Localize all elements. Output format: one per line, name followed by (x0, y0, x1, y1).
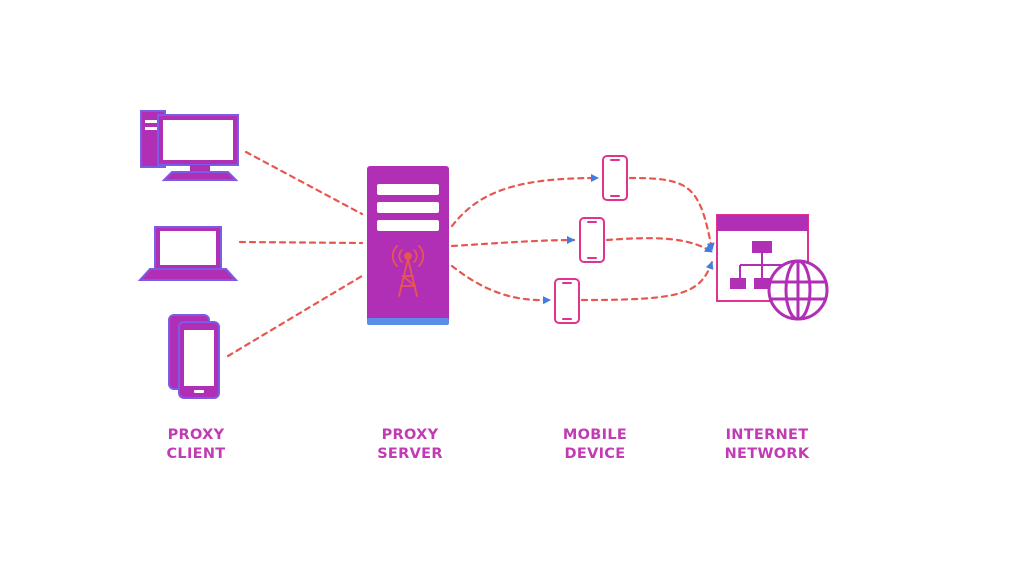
connector-mobile-3-internet (580, 260, 714, 302)
label-proxy-client-line1: PROXY (167, 427, 225, 443)
connector-mobile-1-internet (628, 176, 715, 252)
smartphones-icon (168, 314, 220, 399)
label-mobile-device-line1: MOBILE (562, 427, 628, 443)
mobile-phone-icon (554, 278, 580, 324)
connector-laptop-server (238, 240, 364, 245)
network-diagram-icon (716, 214, 809, 302)
connector-phones-server (226, 274, 364, 358)
proxy-server-icon (367, 166, 449, 325)
server-mobile-connectors (450, 174, 600, 305)
client-server-connectors (226, 150, 364, 358)
label-mobile-device: MOBILE DEVICE (530, 426, 660, 464)
mobile-internet-connectors (580, 176, 715, 302)
label-proxy-server: PROXY SERVER (345, 426, 475, 464)
mobile-phone-icon (602, 155, 628, 201)
label-internet-network-line2: NETWORK (724, 446, 810, 462)
label-internet-network-line1: INTERNET (725, 427, 809, 443)
connector-server-mobile-3 (450, 264, 552, 305)
connector-server-mobile-1 (450, 174, 600, 228)
label-proxy-client-line2: CLIENT (166, 446, 226, 462)
mobile-phone-icon (579, 217, 605, 263)
label-internet-network: INTERNET NETWORK (702, 426, 832, 464)
radio-tower-icon (391, 245, 425, 297)
label-proxy-server-line2: SERVER (377, 446, 443, 462)
label-mobile-device-line2: DEVICE (564, 446, 626, 462)
globe-icon (767, 259, 829, 321)
desktop-computer-icon (140, 110, 239, 181)
connector-server-mobile-2 (450, 236, 576, 248)
connector-mobile-2-internet (605, 237, 714, 254)
label-proxy-server-line1: PROXY (381, 427, 439, 443)
connector-desktop-server (244, 150, 364, 216)
laptop-icon (137, 226, 239, 281)
label-proxy-client: PROXY CLIENT (131, 426, 261, 464)
